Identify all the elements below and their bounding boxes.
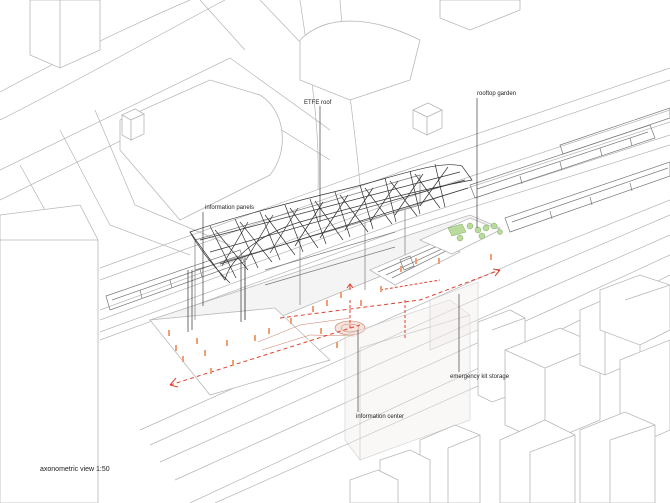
context-box-2 (412, 102, 443, 136)
view-title: axonometric view 1:50 (40, 466, 110, 473)
building-left-edge (0, 204, 99, 503)
ghost-volume-storage (429, 281, 479, 351)
context-box-1 (121, 108, 145, 141)
station-columns (187, 258, 246, 332)
train-mid-right (504, 161, 670, 233)
building-top-right (299, 20, 421, 101)
circulation-arrows (169, 268, 501, 388)
people-figures (168, 254, 492, 374)
leader-lines (202, 98, 478, 412)
tower-top-left (29, 0, 101, 69)
train-top-right (559, 107, 670, 155)
label-etfe-roof: ETFE roof (304, 100, 332, 106)
ghost-volume-info-center (344, 299, 471, 461)
city-blocks-bottom-right (349, 274, 670, 503)
label-rooftop-garden: rooftop garden (477, 91, 516, 97)
label-information-panels: information panels (205, 205, 254, 211)
city-block-round (119, 79, 283, 221)
label-emergency-kit-storage: emergency kit storage (450, 374, 510, 380)
tower-top-center (439, 0, 521, 31)
rooftop-garden (447, 222, 503, 242)
plaza-ground (149, 307, 331, 396)
label-information-center: information center (356, 414, 404, 420)
etfe-roof (189, 163, 473, 284)
